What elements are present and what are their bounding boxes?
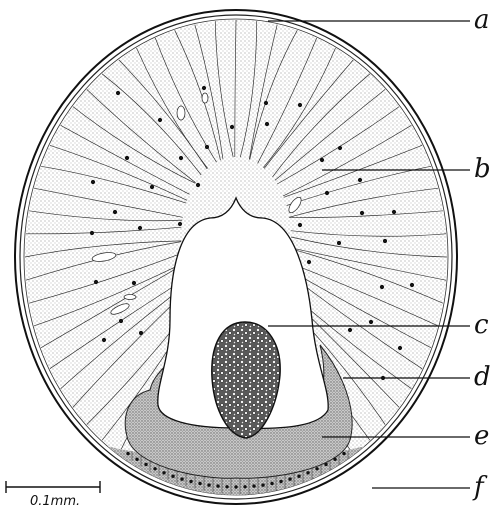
tissue-nucleus-dot xyxy=(264,101,268,105)
tissue-nucleus-dot xyxy=(113,210,117,214)
tissue-nucleus-dot xyxy=(102,338,106,342)
label-e: e xyxy=(474,421,489,451)
basal-nucleus-dot xyxy=(126,452,129,455)
tissue-nucleus-dot xyxy=(178,222,182,226)
tissue-nucleus-dot xyxy=(91,180,95,184)
tissue-nucleus-dot xyxy=(138,226,142,230)
scale-bar-label: 0.1mm. xyxy=(30,494,80,508)
basal-nucleus-dot xyxy=(207,483,210,486)
basal-nucleus-dot xyxy=(189,480,192,483)
basal-nucleus-dot xyxy=(261,483,264,486)
tissue-nucleus-dot xyxy=(90,231,94,235)
tissue-nucleus-dot xyxy=(196,183,200,187)
basal-nucleus-dot xyxy=(180,477,183,480)
tissue-nucleus-dot xyxy=(230,125,234,129)
tissue-nucleus-dot xyxy=(338,146,342,150)
basal-nucleus-dot xyxy=(171,475,174,478)
basal-nucleus-dot xyxy=(162,471,165,474)
tissue-nucleus-dot xyxy=(139,331,143,335)
basal-nucleus-dot xyxy=(270,482,273,485)
scale-bar: 0.1mm. xyxy=(6,481,100,508)
basal-nucleus-dot xyxy=(342,452,345,455)
basal-nucleus-dot xyxy=(297,475,300,478)
label-b: b xyxy=(474,154,491,184)
tissue-nucleus-dot xyxy=(158,118,162,122)
tissue-nucleus-dot xyxy=(265,122,269,126)
label-f: f xyxy=(472,472,488,502)
basal-nucleus-dot xyxy=(216,484,219,487)
basal-nucleus-dot xyxy=(288,477,291,480)
tissue-nucleus-dot xyxy=(348,328,352,332)
basal-nucleus-dot xyxy=(279,480,282,483)
basal-nucleus-dot xyxy=(315,467,318,470)
basal-nucleus-dot xyxy=(144,463,147,466)
label-c: c xyxy=(474,310,489,340)
tissue-nucleus-dot xyxy=(116,91,120,95)
basal-nucleus-dot xyxy=(198,482,201,485)
basal-nucleus-dot xyxy=(153,467,156,470)
label-a: a xyxy=(474,5,490,35)
tissue-nucleus-dot xyxy=(369,320,373,324)
tissue-nucleus-dot xyxy=(179,156,183,160)
tissue-nucleus-dot xyxy=(383,239,387,243)
basal-nucleus-dot xyxy=(306,471,309,474)
tissue-nucleus-dot xyxy=(132,281,136,285)
tissue-nucleus-dot xyxy=(392,210,396,214)
tissue-nucleus-dot xyxy=(398,346,402,350)
tissue-nucleus-dot xyxy=(325,191,329,195)
tissue-nucleus-dot xyxy=(125,156,129,160)
label-d: d xyxy=(474,362,491,392)
tissue-nucleus-dot xyxy=(202,86,206,90)
tissue-nucleus-dot xyxy=(298,223,302,227)
tissue-nucleus-dot xyxy=(205,145,209,149)
basal-nucleus-dot xyxy=(225,485,228,488)
basal-nucleus-dot xyxy=(234,485,237,488)
basal-nucleus-dot xyxy=(243,485,246,488)
tissue-nucleus-dot xyxy=(358,178,362,182)
tissue-nucleus-dot xyxy=(320,158,324,162)
tissue-nucleus-dot xyxy=(150,185,154,189)
basal-nucleus-dot xyxy=(252,484,255,487)
tissue-nucleus-dot xyxy=(380,285,384,289)
tissue-nucleus-dot xyxy=(119,319,123,323)
tissue-nucleus-dot xyxy=(337,241,341,245)
tissue-nucleus-dot xyxy=(307,260,311,264)
tissue-nucleus-dot xyxy=(298,103,302,107)
tissue-nucleus-dot xyxy=(94,280,98,284)
basal-nucleus-dot xyxy=(135,458,138,461)
tissue-nucleus-dot xyxy=(360,211,364,215)
tissue-nucleus-dot xyxy=(410,283,414,287)
